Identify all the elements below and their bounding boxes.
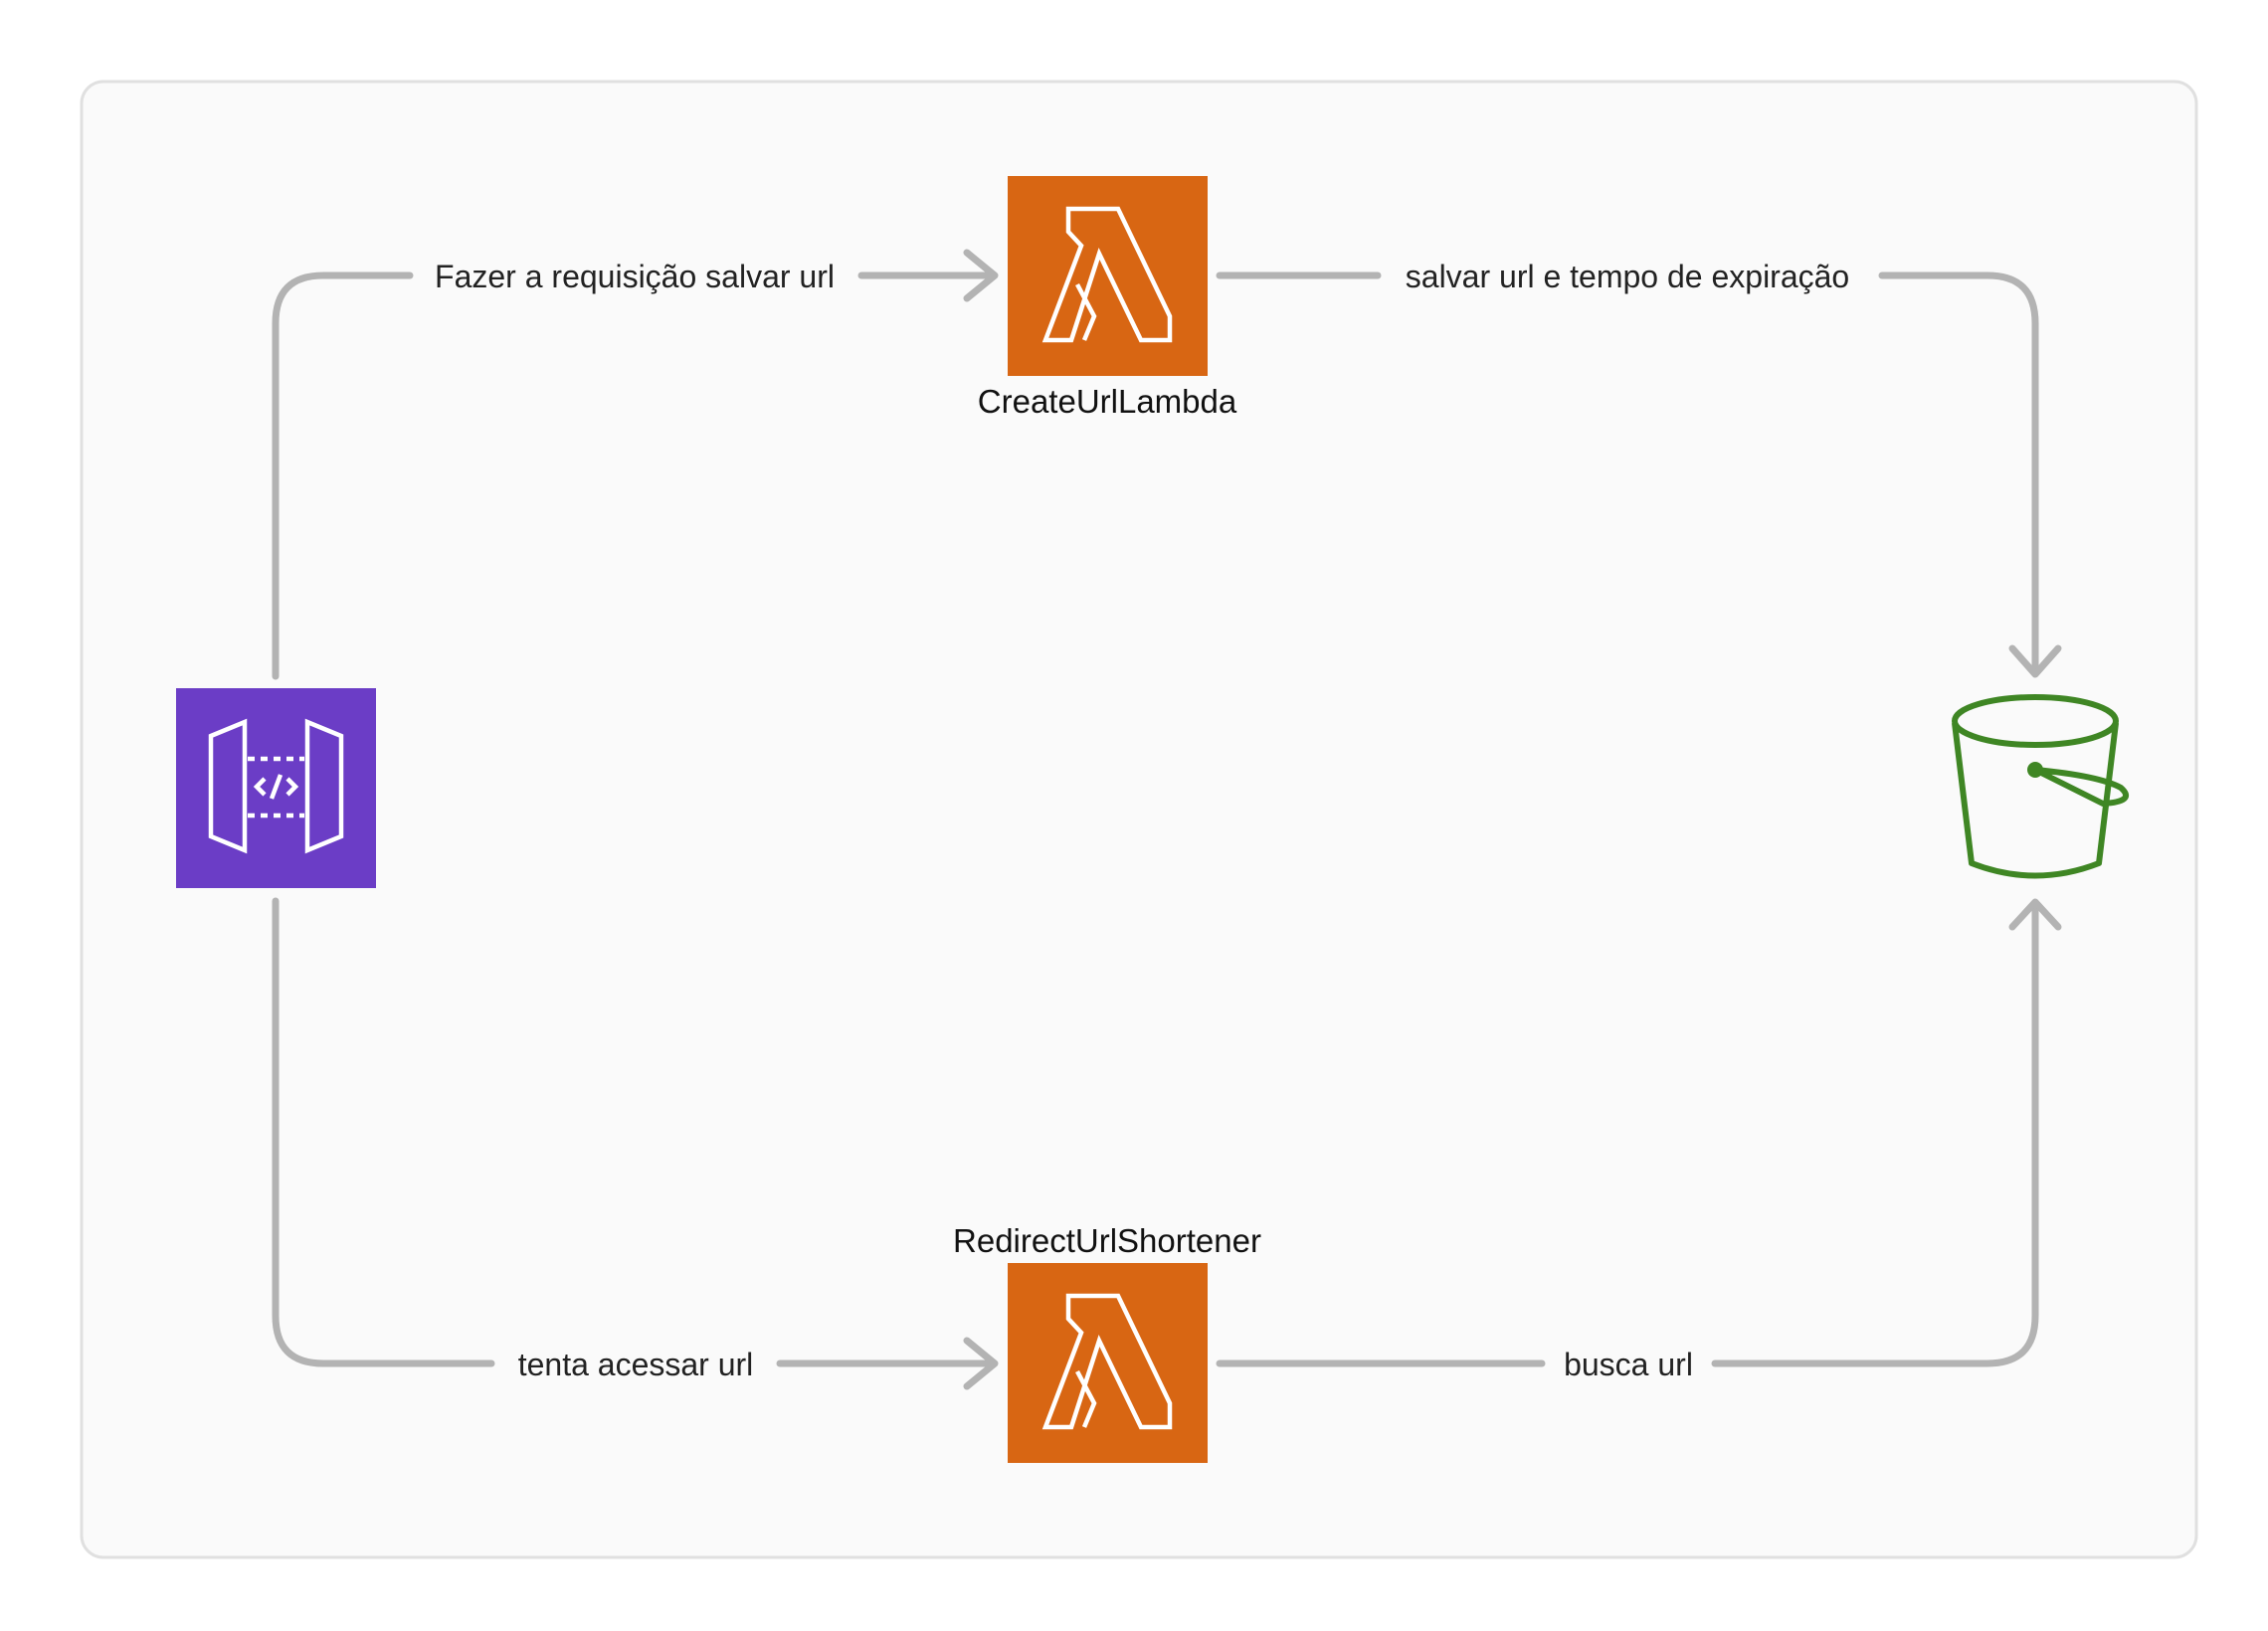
redirect-url-lambda-node[interactable]: RedirectUrlShortener — [953, 1222, 1261, 1463]
create-url-lambda-node[interactable]: CreateUrlLambda — [978, 176, 1237, 420]
s3-bucket-node[interactable] — [1952, 694, 2129, 879]
edge-redirect-to-s3: busca url — [1216, 898, 2062, 1382]
edge-api-to-create: Fazer a requisição salvar url — [272, 249, 999, 680]
edge-label-api-to-create: Fazer a requisição salvar url — [435, 259, 835, 294]
redirect-url-lambda-label: RedirectUrlShortener — [953, 1222, 1261, 1259]
api-gateway-icon — [208, 718, 344, 854]
edge-api-to-redirect: tenta acessar url — [272, 897, 999, 1390]
edge-label-redirect-to-s3: busca url — [1564, 1347, 1693, 1382]
api-gateway-node[interactable] — [176, 688, 376, 888]
s3-bucket-icon — [1952, 694, 2129, 879]
diagram-canvas — [80, 80, 2198, 1559]
lambda-icon — [1041, 1293, 1173, 1430]
edge-label-api-to-redirect: tenta acessar url — [518, 1347, 754, 1382]
lambda-icon — [1041, 206, 1173, 343]
edge-label-create-to-s3: salvar url e tempo de expiração — [1406, 259, 1849, 294]
edge-create-to-s3: salvar url e tempo de expiração — [1216, 259, 2062, 678]
create-url-lambda-label: CreateUrlLambda — [978, 383, 1237, 420]
